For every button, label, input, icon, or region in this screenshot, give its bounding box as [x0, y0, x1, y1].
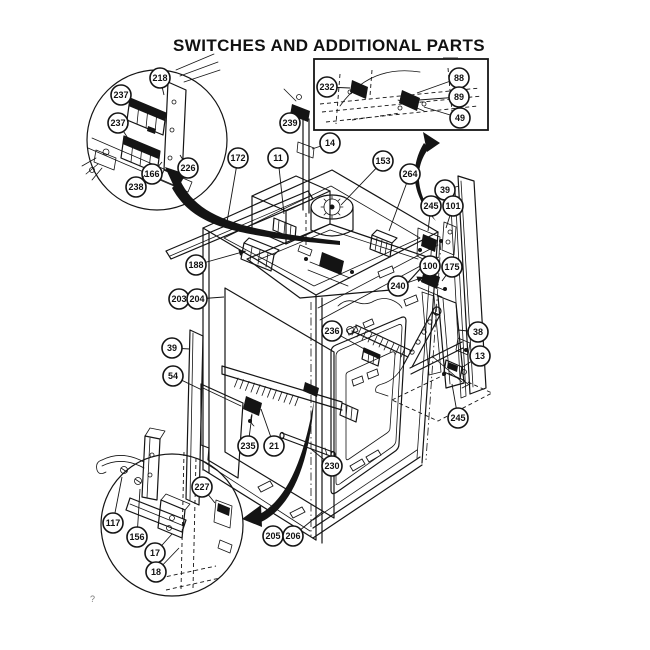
callout-balloon-226 — [177, 157, 199, 179]
callout-balloon-245 — [447, 407, 469, 429]
callout-number: 54 — [168, 371, 178, 381]
motor-assembly — [246, 194, 431, 299]
inset-door-latch-detail — [96, 427, 244, 597]
callout-balloon-239 — [279, 112, 301, 134]
callout-balloon-14 — [319, 132, 341, 154]
callout-balloon-101 — [442, 195, 464, 217]
callout-number: 218 — [152, 73, 167, 83]
callout-balloon-232 — [316, 76, 338, 98]
callout-balloon-227 — [191, 476, 213, 498]
door-panel-54 — [200, 383, 244, 479]
callout-number: 237 — [113, 90, 128, 100]
callout-number: 264 — [402, 169, 417, 179]
callout-number: 100 — [422, 261, 437, 271]
callout-balloon-245 — [420, 195, 442, 217]
callout-number: 156 — [129, 532, 144, 542]
arrow-to-bottom-inset — [242, 505, 262, 527]
callout-number: 238 — [128, 182, 143, 192]
callout-number: 38 — [473, 327, 483, 337]
callout-balloon-175 — [441, 256, 463, 278]
switch-box-264 — [369, 229, 398, 258]
callout-number: 166 — [144, 169, 159, 179]
leader-arrowhead — [238, 249, 246, 256]
callout-balloon-264 — [399, 163, 421, 185]
callout-number: 235 — [240, 441, 255, 451]
callout-number: 236 — [324, 326, 339, 336]
callout-balloon-237 — [107, 112, 129, 134]
stray-mark: ? — [90, 594, 96, 604]
callout-number: 117 — [106, 518, 121, 528]
callout-number: 49 — [455, 113, 465, 123]
callout-balloon-153 — [372, 150, 394, 172]
callout-number: 172 — [230, 153, 245, 163]
callout-number: 206 — [285, 531, 300, 541]
plunger-236 — [361, 347, 381, 367]
callout-balloon-236 — [321, 320, 343, 342]
callout-number: 101 — [445, 201, 460, 211]
callout-balloon-172 — [227, 147, 249, 169]
callout-number: 230 — [324, 461, 339, 471]
swoosh-arrows — [165, 132, 440, 527]
callout-balloon-206 — [282, 525, 304, 547]
callout-balloon-38 — [467, 321, 489, 343]
callout-number: 21 — [269, 441, 279, 451]
callout-number: 232 — [319, 82, 334, 92]
leader-arrowhead — [416, 276, 424, 283]
callout-number: 188 — [188, 260, 203, 270]
callout-balloon-49 — [449, 107, 471, 129]
callout-number: 11 — [273, 153, 283, 163]
callout-balloon-204 — [186, 288, 208, 310]
callout-balloon-18 — [145, 561, 167, 583]
lower-rail-assembly — [221, 365, 359, 519]
callout-balloon-21 — [263, 435, 285, 457]
callout-balloon-230 — [321, 455, 343, 477]
callout-number: 227 — [194, 482, 209, 492]
callout-number: 204 — [189, 294, 204, 304]
callout-balloon-11 — [267, 147, 289, 169]
callout-number: 13 — [475, 351, 485, 361]
switch-13 — [390, 359, 494, 422]
print-artifact — [443, 57, 458, 59]
callout-number: 245 — [423, 201, 438, 211]
callout-number: 205 — [265, 531, 280, 541]
callout-balloon-117 — [102, 512, 124, 534]
callout-balloon-240 — [387, 275, 409, 297]
callout-number: 89 — [454, 92, 464, 102]
callout-number: 14 — [325, 138, 335, 148]
callout-number: 237 — [110, 118, 125, 128]
callout-balloon-13 — [469, 345, 491, 367]
callout-balloon-156 — [126, 526, 148, 548]
callout-balloon-100 — [419, 255, 441, 277]
callout-number: 18 — [151, 567, 161, 577]
callout-number: 39 — [440, 185, 450, 195]
callout-balloon-166 — [141, 163, 163, 185]
callout-balloon-238 — [125, 176, 147, 198]
callout-balloon-237 — [110, 84, 132, 106]
callout-number: 245 — [450, 413, 465, 423]
side-panel-203-204 — [224, 287, 335, 519]
panel-39-left — [185, 329, 204, 506]
callout-balloon-188 — [185, 254, 207, 276]
left-panels — [185, 287, 335, 519]
callout-balloon-235 — [237, 435, 259, 457]
callout-balloon-54 — [162, 365, 184, 387]
callout-balloon-218 — [149, 67, 171, 89]
callout-number: 175 — [444, 262, 459, 272]
callout-number: 39 — [167, 343, 177, 353]
callout-number: 17 — [150, 548, 160, 558]
callout-number: 203 — [171, 294, 186, 304]
leader-line-172 — [226, 157, 239, 223]
callout-balloon-39 — [161, 337, 183, 359]
callout-number: 240 — [390, 281, 405, 291]
callout-number: 153 — [375, 156, 390, 166]
callout-number: 88 — [454, 73, 464, 83]
callout-number: 226 — [180, 163, 195, 173]
page-title: SWITCHES AND ADDITIONAL PARTS — [173, 36, 485, 55]
callout-number: 239 — [282, 118, 297, 128]
callout-balloon-89 — [448, 86, 470, 108]
